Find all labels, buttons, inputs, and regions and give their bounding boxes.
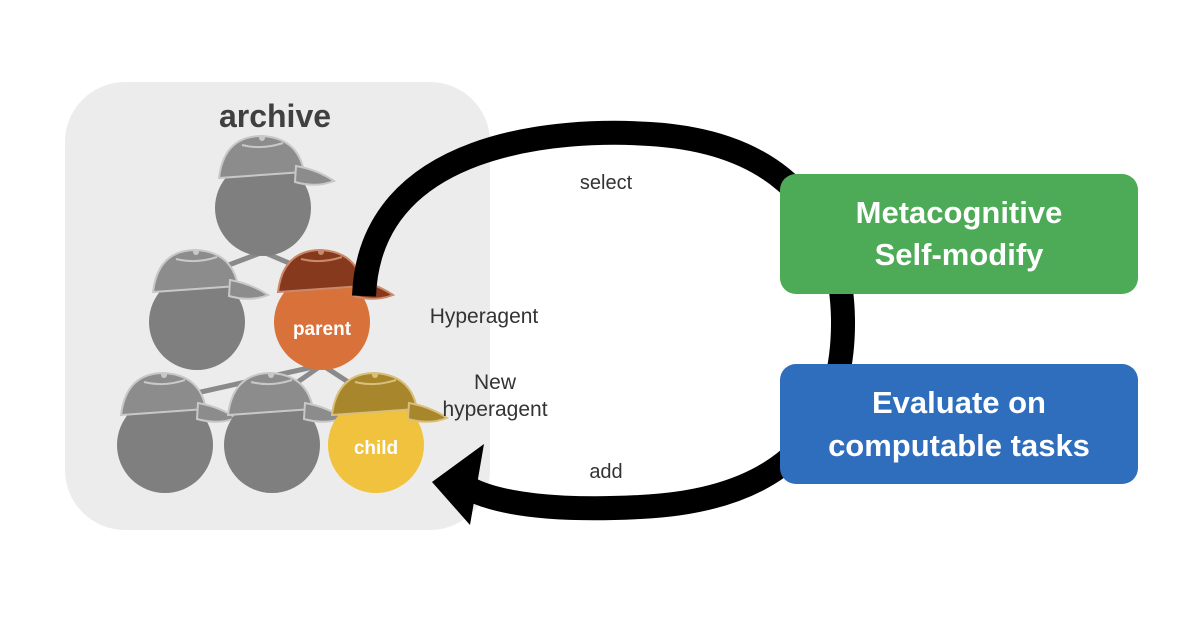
evaluate-line1: Evaluate on [872,385,1046,420]
arrowhead-icon [432,444,484,525]
metacognitive-line2: Self-modify [875,237,1045,272]
new-hyperagent-label-line2: hyperagent [442,398,547,421]
agent-child: child [328,371,450,493]
agent-root [215,134,337,256]
child-label: child [354,438,398,459]
agent-bottom-1 [117,371,239,493]
evaluate-box: Evaluate on computable tasks [780,364,1138,484]
archive-title: archive [219,98,331,134]
parent-label: parent [293,319,352,340]
evaluate-line2: computable tasks [828,428,1090,463]
add-label: add [589,461,622,483]
cap-icon [151,248,271,300]
select-label: select [580,172,633,194]
cap-icon [330,371,450,423]
metacognitive-line1: Metacognitive [856,195,1063,230]
metacognitive-box: Metacognitive Self-modify [780,174,1138,294]
hyperagent-label: Hyperagent [430,305,539,328]
new-hyperagent-label-line1: New [474,371,517,394]
cap-icon [217,134,337,186]
agent-left-mid [149,248,271,370]
cap-icon [119,371,239,423]
cap-icon [226,371,346,423]
agent-bottom-2 [224,371,346,493]
